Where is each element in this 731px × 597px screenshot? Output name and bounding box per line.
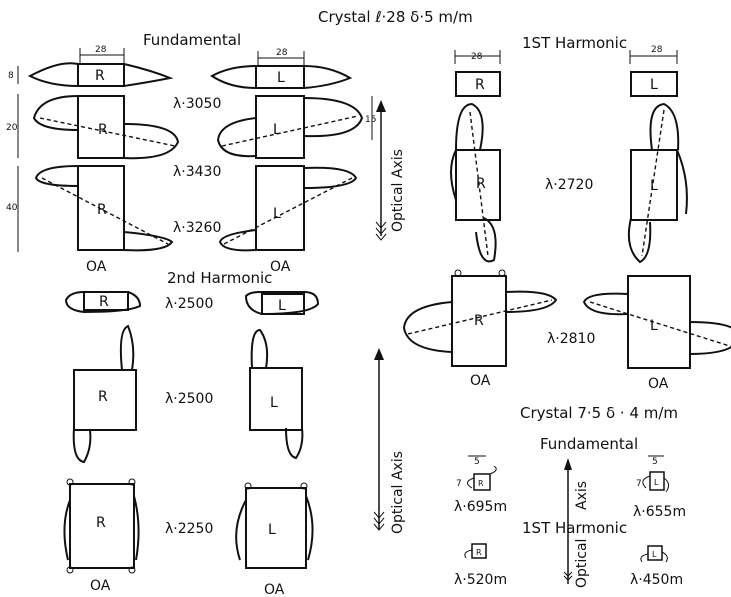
oa-label: OA <box>264 582 285 597</box>
letter-L: L <box>277 70 285 86</box>
dim-5-label: 5 <box>474 457 480 467</box>
letter-R: R <box>95 68 105 84</box>
small-fund-R: 5 7 R <box>456 455 497 491</box>
letter-R: R <box>98 389 108 405</box>
dimension-28-left: 28 <box>79 45 125 64</box>
dim-28-label: 28 <box>276 48 288 58</box>
letter-L: L <box>652 550 657 559</box>
letter-R: R <box>97 202 107 218</box>
dim-7-label: 7 <box>456 479 462 489</box>
h1-tall-L: L <box>627 102 688 264</box>
letter-L: L <box>650 178 658 194</box>
h1-thin-R: R <box>455 71 501 97</box>
oa-label: OA <box>648 376 669 392</box>
wavelength-h1a: λ·2720 <box>545 177 593 193</box>
wavelength-h2c: λ·2250 <box>165 521 213 537</box>
letter-L: L <box>273 206 281 222</box>
dim-5-label: 5 <box>652 457 658 467</box>
letter-R: R <box>476 176 486 192</box>
oa-label: OA <box>470 373 491 389</box>
oa-label: OA <box>90 578 111 594</box>
dimension-28-h1-right: 28 <box>629 45 678 64</box>
wavelength-h2b: λ·2500 <box>165 391 213 407</box>
fund-tall-L: L <box>218 165 358 252</box>
letter-L: L <box>278 298 286 314</box>
dim-7-label: 7 <box>636 479 642 489</box>
fund-thin-L: L <box>210 65 353 89</box>
letter-R: R <box>476 548 482 557</box>
h1-thin-L: L <box>630 71 678 97</box>
small-crystal-title: Crystal 7·5 δ · 4 m/m <box>520 404 678 422</box>
letter-L: L <box>650 77 658 93</box>
small-fundamental-heading: Fundamental <box>540 435 638 453</box>
dimension-28-right: 28 <box>257 48 305 66</box>
optical-axis-arrow-small: Optical Axis <box>563 458 590 588</box>
dim-40-label: 40 <box>6 203 18 213</box>
letter-L: L <box>270 395 278 411</box>
fund-thin-R: R <box>27 62 174 87</box>
dim-8-label: 8 <box>8 71 14 81</box>
oa-label: OA <box>86 259 107 275</box>
h1-wide-R: R <box>402 269 558 367</box>
dim-28-label: 28 <box>651 45 663 55</box>
h2-thin-R: R <box>64 291 142 314</box>
dimension-28-h1-left: 28 <box>454 50 501 64</box>
fund-tall-R: R <box>34 165 174 252</box>
optical-axis-label-small: Optical <box>574 539 590 588</box>
optical-axis-label: Optical Axis <box>390 451 406 534</box>
axis-label-small: Axis <box>574 481 590 510</box>
first-harmonic-heading: 1ST Harmonic <box>522 34 627 52</box>
letter-R: R <box>475 77 485 93</box>
fund-mid-R: R <box>32 95 180 160</box>
wavelength-h1b: λ·2810 <box>547 331 595 347</box>
wavelength-h2a: λ·2500 <box>165 296 213 312</box>
letter-R: R <box>98 122 108 138</box>
letter-L: L <box>268 522 276 538</box>
large-crystal-title: Crystal ℓ·28 δ·5 m/m <box>318 8 473 26</box>
oa-label: OA <box>270 259 291 275</box>
optical-axis-label: Optical Axis <box>390 149 406 232</box>
wavelength-s1: λ·695m <box>454 499 507 515</box>
letter-L: L <box>654 478 659 487</box>
h2-mid-R: R <box>72 324 137 464</box>
h2-bottom-L: L <box>235 482 314 569</box>
h1-tall-R: R <box>450 102 501 263</box>
h2-bottom-R: R <box>63 478 140 574</box>
wavelength-f3: λ·3260 <box>173 220 221 236</box>
h1-wide-L: L <box>582 275 731 369</box>
letter-R: R <box>474 313 484 329</box>
dim-15-label: 15 <box>365 115 376 125</box>
optical-axis-arrow-2: Optical Axis <box>373 348 406 534</box>
wavelength-s2: λ·655m <box>633 504 686 520</box>
h2-mid-L: L <box>249 328 304 460</box>
letter-R: R <box>478 479 484 488</box>
dimension-vertical-left: 8 20 40 <box>6 66 19 252</box>
fundamental-heading: Fundamental <box>143 31 241 49</box>
letter-R: R <box>99 294 109 310</box>
letter-L: L <box>273 122 281 138</box>
dim-28-label: 28 <box>95 45 107 55</box>
wavelength-s3: λ·520m <box>454 572 507 588</box>
dim-28-label: 28 <box>471 52 483 62</box>
small-fund-L: 5 7 L <box>636 455 670 493</box>
wavelength-f2: λ·3430 <box>173 164 221 180</box>
wavelength-f1: λ·3050 <box>173 96 221 112</box>
wavelength-s4: λ·450m <box>630 572 683 588</box>
small-h1-L: L <box>640 545 668 563</box>
letter-L: L <box>650 318 658 334</box>
second-harmonic-heading: 2nd Harmonic <box>167 269 272 287</box>
small-h1-R: R <box>464 543 487 559</box>
fund-mid-L: L 15 <box>216 95 376 159</box>
optical-axis-arrow-1: Optical Axis <box>375 100 406 241</box>
h2-thin-L: L <box>244 291 320 316</box>
small-first-harmonic-heading: 1ST Harmonic <box>522 519 627 537</box>
letter-R: R <box>96 515 106 531</box>
dim-20-label: 20 <box>6 123 18 133</box>
